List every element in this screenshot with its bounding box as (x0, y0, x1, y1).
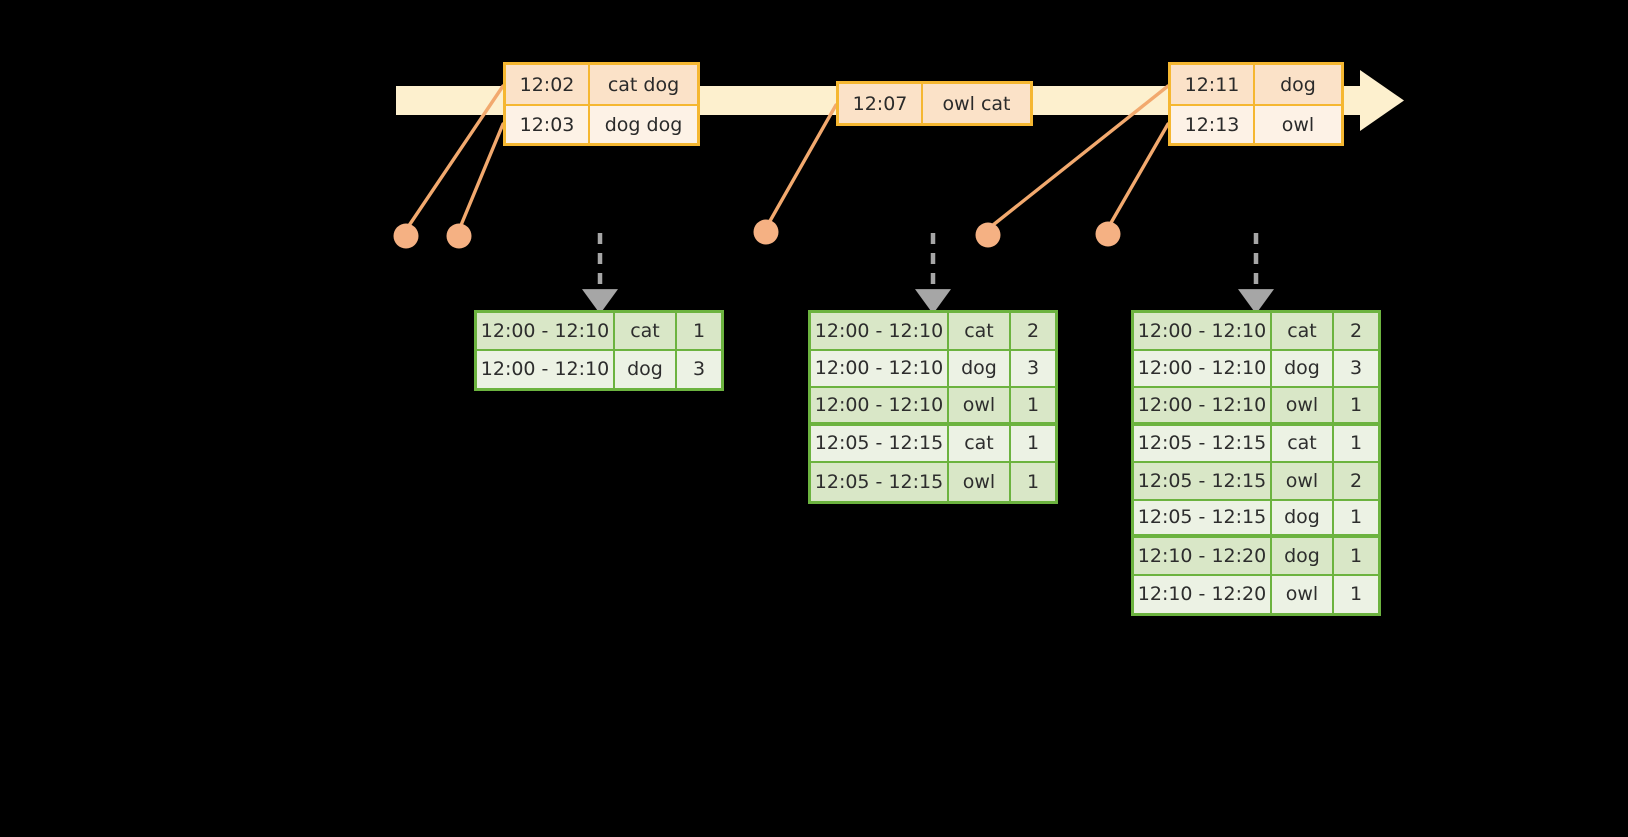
cell-window: 12:00 - 12:10 (477, 350, 615, 388)
dot-3 (753, 219, 779, 245)
event-time: 12:13 (1171, 106, 1255, 143)
cell-count: 2 (1011, 313, 1055, 351)
cell-count: 1 (1334, 388, 1378, 426)
cell-key: dog (1272, 538, 1334, 576)
dot-2 (446, 223, 472, 249)
cell-window: 12:05 - 12:15 (811, 425, 949, 463)
cell-key: dog (615, 350, 677, 388)
cell-window: 12:00 - 12:10 (477, 313, 615, 351)
cell-count: 3 (1334, 350, 1378, 388)
cell-key: cat (949, 425, 1011, 463)
cell-key: owl (1272, 575, 1334, 613)
cell-window: 12:10 - 12:20 (1134, 575, 1272, 613)
cell-window: 12:05 - 12:15 (1134, 463, 1272, 501)
cell-key: owl (1272, 388, 1334, 426)
event-time: 12:11 (1171, 65, 1255, 104)
trigger-dots (393, 219, 1121, 249)
cell-window: 12:00 - 12:10 (811, 350, 949, 388)
cell-key: dog (1272, 350, 1334, 388)
cell-key: cat (1272, 425, 1334, 463)
cell-count: 1 (1011, 425, 1055, 463)
cell-count: 2 (1334, 313, 1378, 351)
connector-3 (764, 103, 838, 230)
event-row[interactable]: 12:07 owl cat (839, 84, 1030, 123)
dot-1 (393, 223, 419, 249)
dot-5 (1095, 221, 1121, 247)
event-time: 12:07 (839, 84, 923, 123)
cell-count: 1 (1334, 575, 1378, 613)
connector-2 (457, 122, 505, 232)
event-time: 12:03 (506, 106, 590, 143)
cell-key: cat (949, 313, 1011, 351)
cell-count: 3 (1011, 350, 1055, 388)
cell-count: 3 (677, 350, 721, 388)
cell-count: 2 (1334, 463, 1378, 501)
event-row[interactable]: 12:03 dog dog (506, 104, 697, 143)
cell-count: 1 (1011, 463, 1055, 501)
event-time: 12:02 (506, 65, 590, 104)
cell-key: owl (949, 463, 1011, 501)
cell-count: 1 (1334, 538, 1378, 576)
emit-arrows (582, 233, 1274, 314)
event-row[interactable]: 12:11 dog (1171, 65, 1341, 104)
event-row[interactable]: 12:02 cat dog (506, 65, 697, 104)
event-value: owl (1255, 106, 1341, 143)
event-value: dog (1255, 65, 1341, 104)
cell-window: 12:00 - 12:10 (1134, 350, 1272, 388)
cell-count: 1 (677, 313, 721, 351)
connector-5 (1106, 122, 1170, 230)
cell-window: 12:00 - 12:10 (811, 388, 949, 426)
event-value: owl cat (923, 84, 1030, 123)
cell-window: 12:05 - 12:15 (1134, 425, 1272, 463)
cell-count: 1 (1011, 388, 1055, 426)
cell-key: owl (1272, 463, 1334, 501)
cell-window: 12:00 - 12:10 (1134, 313, 1272, 351)
cell-count: 1 (1334, 500, 1378, 538)
cell-window: 12:10 - 12:20 (1134, 538, 1272, 576)
cell-window: 12:05 - 12:15 (811, 463, 949, 501)
event-value: dog dog (590, 106, 697, 143)
event-group-3[interactable]: 12:11 dog 12:13 owl (1168, 62, 1344, 146)
event-group-2[interactable]: 12:07 owl cat (836, 81, 1033, 126)
cell-count: 1 (1334, 425, 1378, 463)
cell-key: cat (615, 313, 677, 351)
dot-4 (975, 222, 1001, 248)
cell-window: 12:00 - 12:10 (811, 313, 949, 351)
event-value: cat dog (590, 65, 697, 104)
cell-key: cat (1272, 313, 1334, 351)
cell-key: dog (1272, 500, 1334, 538)
cell-key: dog (949, 350, 1011, 388)
cell-window: 12:00 - 12:10 (1134, 388, 1272, 426)
cell-window: 12:05 - 12:15 (1134, 500, 1272, 538)
event-group-1[interactable]: 12:02 cat dog 12:03 dog dog (503, 62, 700, 146)
event-row[interactable]: 12:13 owl (1171, 104, 1341, 143)
cell-key: owl (949, 388, 1011, 426)
connector-1 (404, 84, 505, 232)
